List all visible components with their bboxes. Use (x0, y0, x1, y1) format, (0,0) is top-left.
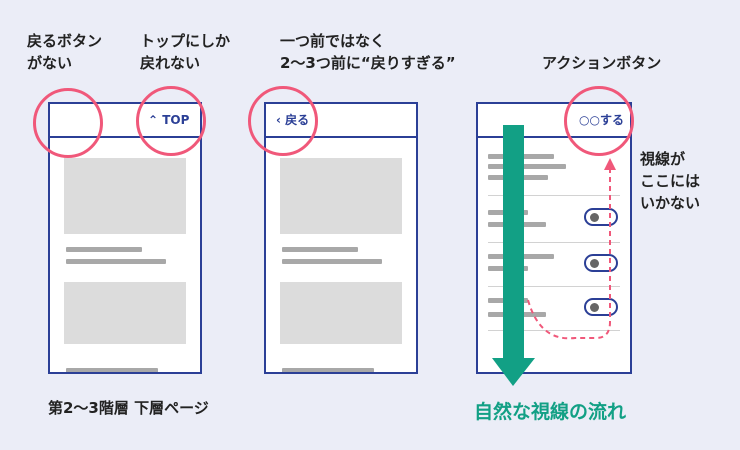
gaze-flow-arrowhead (492, 358, 535, 386)
text-line (488, 164, 566, 169)
toggle-knob (590, 213, 599, 222)
gaze-note-line: ここには (640, 172, 701, 190)
highlight-circle-action-button (564, 86, 634, 156)
image-placeholder (280, 282, 402, 344)
caption-top-only: トップにしか 戻れない (140, 30, 230, 74)
highlight-circle-missing-back (33, 88, 103, 158)
caption-line: 戻れない (140, 54, 201, 72)
text-line (282, 259, 382, 264)
gaze-note-line: いかない (640, 194, 701, 212)
text-line (282, 368, 374, 372)
caption-too-far-back: 一つ前ではなく 2〜3つ前に“戻りすぎる” (280, 30, 456, 74)
image-placeholder (64, 282, 186, 344)
image-placeholder (280, 158, 402, 234)
divider (488, 195, 620, 196)
caption-line: がない (27, 54, 73, 72)
toggle-knob (590, 303, 599, 312)
caption-line: トップにしか (140, 32, 231, 50)
toggle-switch[interactable] (584, 298, 618, 316)
caption-no-back-button: 戻るボタン がない (27, 30, 102, 74)
image-placeholder (64, 158, 186, 234)
text-line (282, 247, 358, 252)
toggle-switch[interactable] (584, 208, 618, 226)
divider (488, 330, 620, 331)
gaze-not-reaching-path (527, 168, 611, 340)
text-line (66, 247, 142, 252)
highlight-circle-back-button (248, 86, 318, 156)
text-line (66, 368, 158, 372)
gaze-flow-arrow-shaft (503, 125, 524, 360)
caption-natural-gaze-flow: 自然な視線の流れ (474, 401, 627, 423)
caption-line: 戻るボタン (27, 32, 103, 50)
caption-action-button: アクションボタン (542, 54, 662, 72)
text-line (66, 259, 166, 264)
highlight-circle-top-button (136, 86, 206, 156)
caption-page-level: 第2〜3階層 下層ページ (48, 399, 209, 417)
caption-line: 一つ前ではなく (280, 32, 386, 50)
divider (488, 286, 620, 287)
caption-line: 2〜3つ前に“戻りすぎる” (280, 54, 456, 72)
gaze-note: 視線が ここには いかない (640, 148, 700, 214)
phone-mockup-back-too-far: ‹ 戻る (264, 102, 418, 374)
gaze-note-line: 視線が (640, 150, 686, 168)
toggle-knob (590, 259, 599, 268)
dashed-arrowhead (604, 158, 616, 170)
divider (488, 242, 620, 243)
